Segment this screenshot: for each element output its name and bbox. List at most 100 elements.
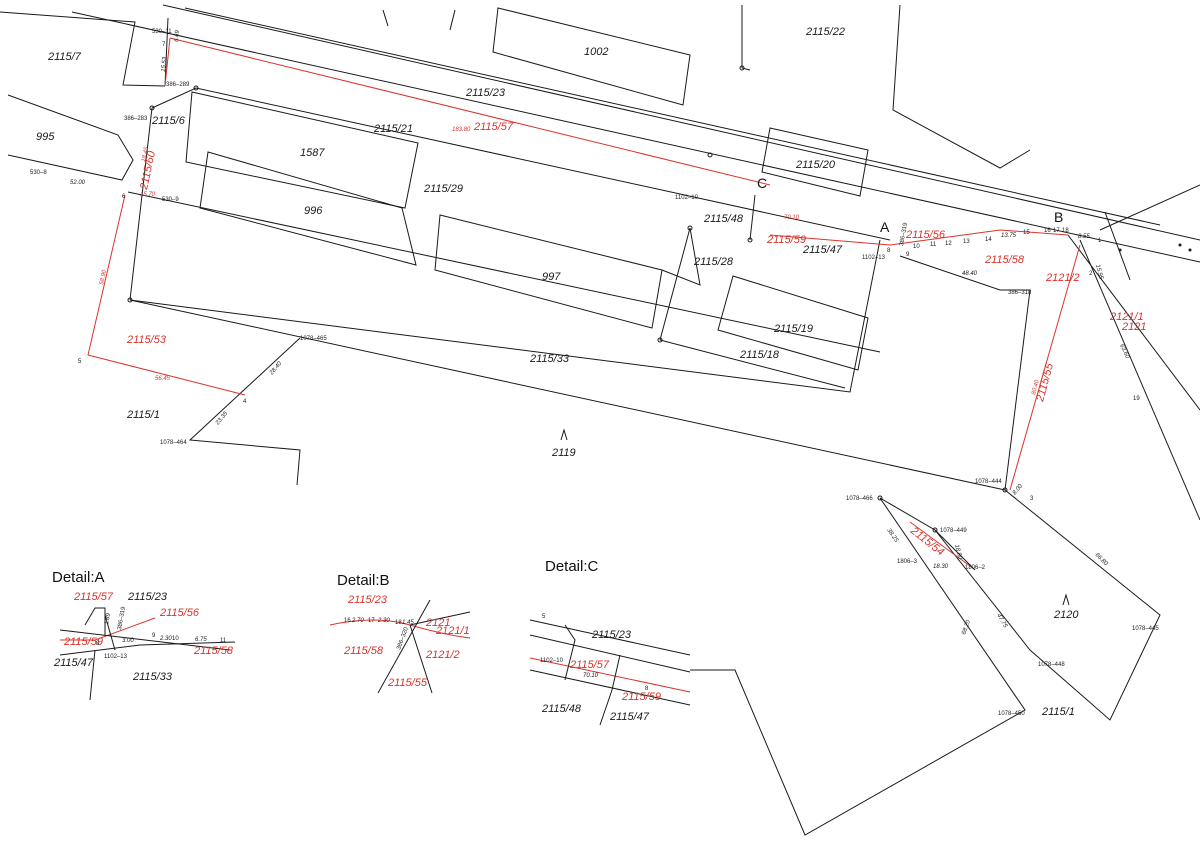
point-label: 1806–3 [897, 559, 918, 565]
point-label: 1078–445 [1132, 626, 1159, 632]
parcel-2115-56: 2115/56 [905, 229, 946, 241]
dimension: 23.35 [214, 410, 229, 427]
parcel-2120: 2120 [1053, 609, 1079, 621]
parcel-2115-1-east: 2115/1 [1041, 706, 1075, 718]
dimension: 15.95 [1094, 264, 1104, 281]
dimension: 8.55 [1078, 234, 1090, 240]
parcel-1587: 1587 [300, 147, 325, 159]
detail-c: Detail:C 2115/23 2115/57 2115/59 2115/48… [529, 558, 691, 726]
point-label: 3 [1030, 496, 1034, 502]
point-label: 18 [1062, 228, 1069, 234]
dimension: 56.45 [155, 376, 171, 382]
parcel-2115-21: 2115/21 [373, 123, 413, 135]
point-label: 1078–464 [160, 440, 187, 446]
detail-c-point: 8 [645, 686, 649, 692]
dimension: 15.53 [161, 56, 168, 72]
dimension: 38.25 [885, 528, 899, 544]
point-labels: 530–11 7 386–289 386–283 530–8 6 530–9 5… [30, 29, 1159, 717]
dimension: 8.00 [1012, 483, 1025, 496]
parcel-2115-48: 2115/48 [703, 213, 744, 225]
dimension: 18.45 [141, 146, 150, 163]
point-label: 12 [945, 241, 952, 247]
parcel-2115-58: 2115/58 [984, 254, 1025, 266]
detail-c-2115-47: 2115/47 [609, 711, 650, 723]
parcel-2115-23: 2115/23 [465, 87, 506, 99]
point-label: 1078–466 [846, 496, 873, 502]
detail-a-title: Detail:A [52, 569, 105, 586]
detail-b-dim: 1.45 [402, 620, 414, 626]
point-label: 530–11 [152, 29, 172, 35]
detail-a: Detail:A 2115/57 2115/23 2115/56 2115/59… [52, 569, 236, 701]
detail-b-dim: 2.70 [351, 618, 364, 624]
marker-b: B [1054, 209, 1063, 225]
dimension: 70.10 [784, 215, 800, 221]
parcel-2115-47: 2115/47 [802, 244, 843, 256]
detail-a-2115-47: 2115/47 [53, 657, 94, 669]
point-label: 7 [162, 42, 166, 48]
detail-b-2115-23: 2115/23 [347, 594, 388, 606]
detail-b-title: Detail:B [337, 572, 390, 589]
dimension: 6.69 [174, 29, 181, 42]
point-label: 386–319 [899, 222, 909, 247]
detail-a-2115-57: 2115/57 [73, 591, 114, 603]
detail-b-2121-2: 2121/2 [425, 649, 460, 661]
detail-a-point: 386–319 [117, 606, 127, 631]
parcel-2115-18: 2115/18 [739, 349, 780, 361]
detail-a-2115-33: 2115/33 [132, 671, 173, 683]
parcel-2121-1: 2121/1 [1109, 311, 1144, 323]
parcel-2115-19: 2115/19 [773, 323, 813, 335]
detail-a-2115-59: 2115/59 [63, 636, 103, 648]
point-label: 15 [1023, 230, 1030, 236]
detail-c-2115-23: 2115/23 [591, 629, 632, 641]
point-label: 10 [913, 244, 920, 250]
point-label: 386–289 [166, 82, 190, 88]
dimension: 15.70 [140, 192, 156, 198]
detail-a-2115-58: 2115/58 [193, 645, 234, 657]
parcel-2115-6: 2115/6 [151, 115, 186, 127]
parcel-995: 995 [36, 131, 55, 143]
detail-a-point: 8 [96, 641, 100, 647]
parcel-2115-28: 2115/28 [693, 256, 734, 268]
detail-c-2115-57: 2115/57 [569, 659, 610, 671]
point-label: 6 [122, 194, 126, 200]
dimension: 68.20 [961, 619, 972, 636]
parcel-996: 996 [304, 205, 323, 217]
parcel-2119: 2119 [551, 447, 576, 459]
dimension: 48.40 [962, 271, 978, 277]
marker-c: C [757, 175, 767, 191]
detail-b-point: 16 [344, 618, 351, 624]
detail-c-title: Detail:C [545, 558, 599, 575]
detail-a-dim: 6.75 [195, 637, 207, 643]
parcel-boundaries [0, 4, 1200, 836]
detail-c-point: 1102–10 [540, 658, 564, 664]
dimension: 18.30 [933, 564, 949, 570]
detail-c-2115-48: 2115/48 [541, 703, 582, 715]
dimension-labels: 15.53 6.69 183.80 52.00 15.70 18.45 58.9… [70, 29, 1130, 635]
detail-c-2115-59: 2115/59 [621, 691, 661, 703]
point-label: 1102–13 [862, 255, 886, 261]
parcel-2115-29: 2115/29 [423, 183, 463, 195]
point-label: 13 [963, 239, 970, 245]
point-label: 1078–449 [940, 528, 967, 534]
point-label: 386–283 [124, 116, 148, 122]
parcel-2115-33: 2115/33 [529, 353, 570, 365]
detail-a-dim: 2.30 [159, 636, 172, 642]
detail-a-2115-23: 2115/23 [127, 591, 168, 603]
dimension: 47.75 [995, 613, 1008, 630]
point-label: 8 [887, 248, 891, 254]
vertex-markers [127, 65, 1008, 533]
parcel-1002: 1002 [584, 46, 608, 58]
proposed-boundaries [87, 37, 1081, 567]
dimension: 66.80 [1094, 552, 1109, 567]
parcel-2115-7: 2115/7 [47, 51, 82, 63]
parcel-2115-59: 2115/59 [766, 234, 806, 246]
point-label: 2 [1089, 271, 1093, 277]
parcel-2121-2: 2121/2 [1045, 272, 1080, 284]
marker-a: A [880, 219, 890, 235]
point-label: 11 [930, 242, 937, 248]
point-label: 14 [985, 237, 992, 243]
north-arrow-icon [560, 428, 1070, 606]
point-label: 4 [243, 399, 247, 405]
detail-markers: A B C [757, 175, 1063, 235]
